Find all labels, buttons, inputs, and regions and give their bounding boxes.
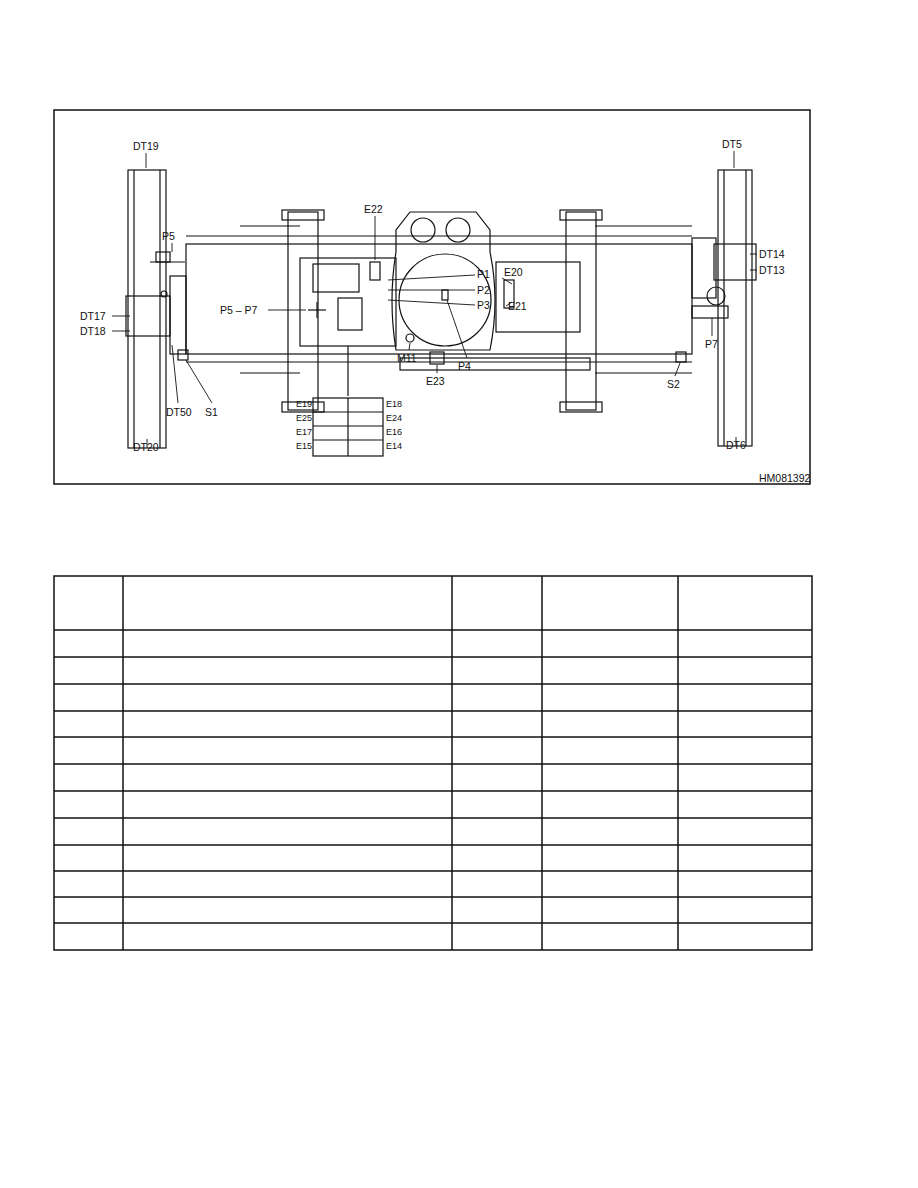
callout-label: E25: [296, 413, 312, 423]
callout-label: E16: [386, 427, 402, 437]
callout-label: DT18: [80, 325, 106, 337]
callout-label: DT6: [726, 439, 746, 451]
callout-label: E18: [386, 399, 402, 409]
figure-number: HM081392: [759, 472, 810, 484]
callout-label: P4: [458, 360, 471, 372]
callout-label: P3: [477, 299, 490, 311]
callout-label: P1: [477, 268, 490, 280]
callout-label: DT17: [80, 310, 106, 322]
callout-label: E15: [296, 441, 312, 451]
callout-label: E24: [386, 413, 402, 423]
callout-label: P5: [162, 230, 175, 242]
callout-label: DT14: [759, 248, 785, 260]
callout-label: S1: [205, 406, 218, 418]
callout-label: DT20: [133, 441, 159, 453]
callout-label: P5 – P7: [220, 304, 257, 316]
callout-label: E23: [426, 375, 445, 387]
callout-label: E20: [504, 266, 523, 278]
callout-label: DT13: [759, 264, 785, 276]
callout-label: E17: [296, 427, 312, 437]
callout-label: E22: [364, 203, 383, 215]
callout-label: E14: [386, 441, 402, 451]
callout-label: DT50: [166, 406, 192, 418]
callout-label: DT19: [133, 140, 159, 152]
callout-label: S2: [667, 378, 680, 390]
callout-label: E21: [508, 300, 527, 312]
callout-label: P7: [705, 338, 718, 350]
callout-label: DT5: [722, 138, 742, 150]
callout-label: M11: [397, 352, 417, 364]
callout-label: P2: [477, 284, 490, 296]
callout-label: E19: [296, 399, 312, 409]
